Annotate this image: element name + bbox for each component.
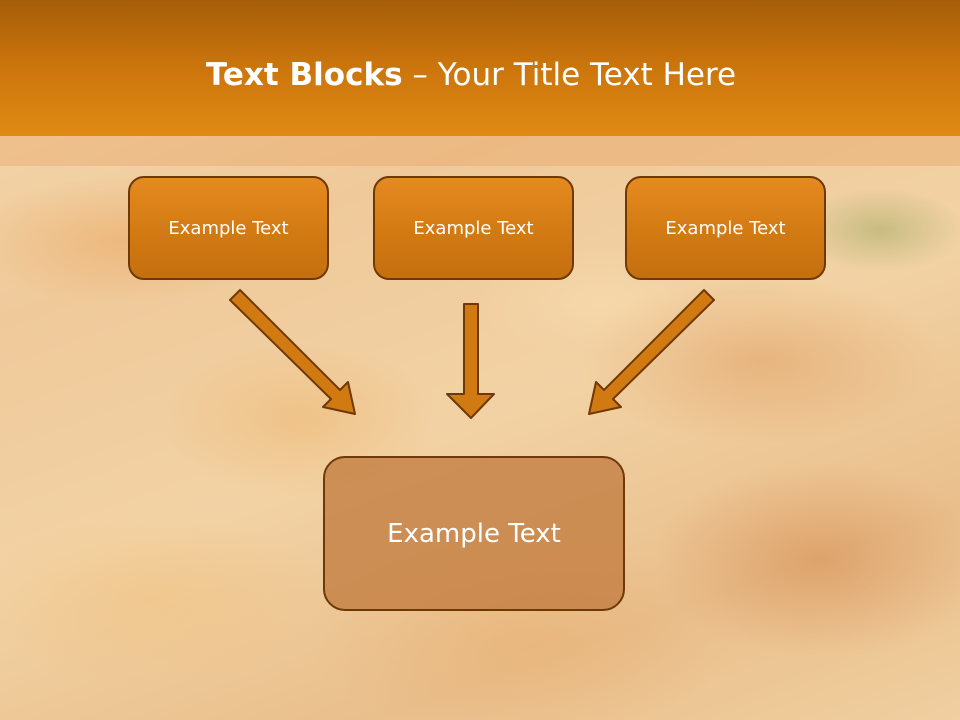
result-block[interactable]: Example Text — [323, 456, 625, 611]
text-block-1-label: Example Text — [168, 217, 289, 239]
arrow-left-icon — [229, 289, 356, 415]
arrow-down-icon — [446, 303, 495, 419]
title-bar-shadow — [0, 136, 960, 166]
slide-title: Text Blocks – Your Title Text Here — [0, 52, 942, 98]
text-block-2-label: Example Text — [413, 217, 534, 239]
title-rest: – Your Title Text Here — [402, 57, 737, 93]
result-block-label: Example Text — [387, 518, 561, 549]
text-block-2[interactable]: Example Text — [373, 176, 574, 280]
text-block-1[interactable]: Example Text — [128, 176, 329, 280]
title-bold: Text Blocks — [205, 57, 403, 93]
text-block-3[interactable]: Example Text — [625, 176, 826, 280]
title-bar — [0, 0, 960, 136]
text-block-3-label: Example Text — [665, 217, 786, 239]
arrow-right-icon — [588, 289, 715, 415]
